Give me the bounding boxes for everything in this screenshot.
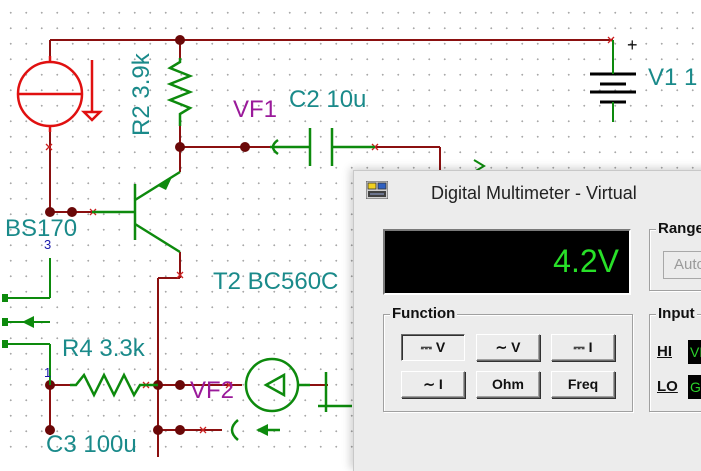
r4-label: R4 3.3k — [62, 335, 145, 362]
ac-voltage-button[interactable]: ∼ V — [476, 334, 540, 361]
r2-label: R2 3.9k — [128, 53, 155, 136]
auto-range-button[interactable]: Auto — [663, 251, 701, 279]
lo-label: LO — [657, 378, 678, 395]
input-group-title: Input — [656, 305, 697, 322]
bs170-label: BS170 — [5, 215, 78, 242]
dc-voltage-button[interactable]: ⎓ V — [401, 334, 465, 361]
v1-plus-label: + — [627, 35, 638, 55]
function-group-title: Function — [390, 305, 458, 322]
t2-label: T2 BC560C — [213, 268, 339, 295]
pin3-label: 3 — [44, 237, 52, 252]
hi-input-row: HI VF — [657, 340, 701, 364]
vf2-label: VF2 — [190, 377, 235, 404]
range-group-title: Range — [656, 220, 701, 237]
c2-label: C2 10u — [289, 86, 367, 113]
multimeter-title: Digital Multimeter - Virtual — [431, 183, 637, 203]
lo-input-select[interactable]: Gr — [688, 375, 701, 399]
multimeter-window[interactable]: Digital Multimeter - Virtual 4.2V Functi… — [353, 170, 701, 471]
vf1-label: VF1 — [233, 96, 278, 123]
ac-current-button[interactable]: ∼ I — [401, 371, 465, 398]
c3-label: C3 100u — [46, 431, 137, 458]
freq-button[interactable]: Freq — [551, 371, 615, 398]
dc-current-button[interactable]: ⎓ I — [551, 334, 615, 361]
reading-display: 4.2V — [383, 229, 631, 295]
pin1-label: 1 — [44, 365, 52, 380]
v1-label: V1 1 — [648, 64, 698, 91]
ohm-button[interactable]: Ohm — [476, 371, 540, 398]
hi-input-select[interactable]: VF — [688, 340, 701, 364]
lo-input-row: LO Gr — [657, 375, 701, 399]
hi-label: HI — [657, 343, 672, 360]
function-group: Function ⎓ V ∼ V ⎓ I ∼ I Ohm Freq — [383, 305, 633, 412]
range-group: Range — [649, 220, 701, 291]
multimeter-titlebar[interactable]: Digital Multimeter - Virtual — [354, 171, 701, 213]
multimeter-app-icon[interactable] — [366, 181, 388, 199]
circuit-diagram — [2, 35, 636, 457]
input-group: Input HI VF LO Gr — [649, 305, 701, 412]
reading-value: 4.2V — [553, 243, 619, 279]
